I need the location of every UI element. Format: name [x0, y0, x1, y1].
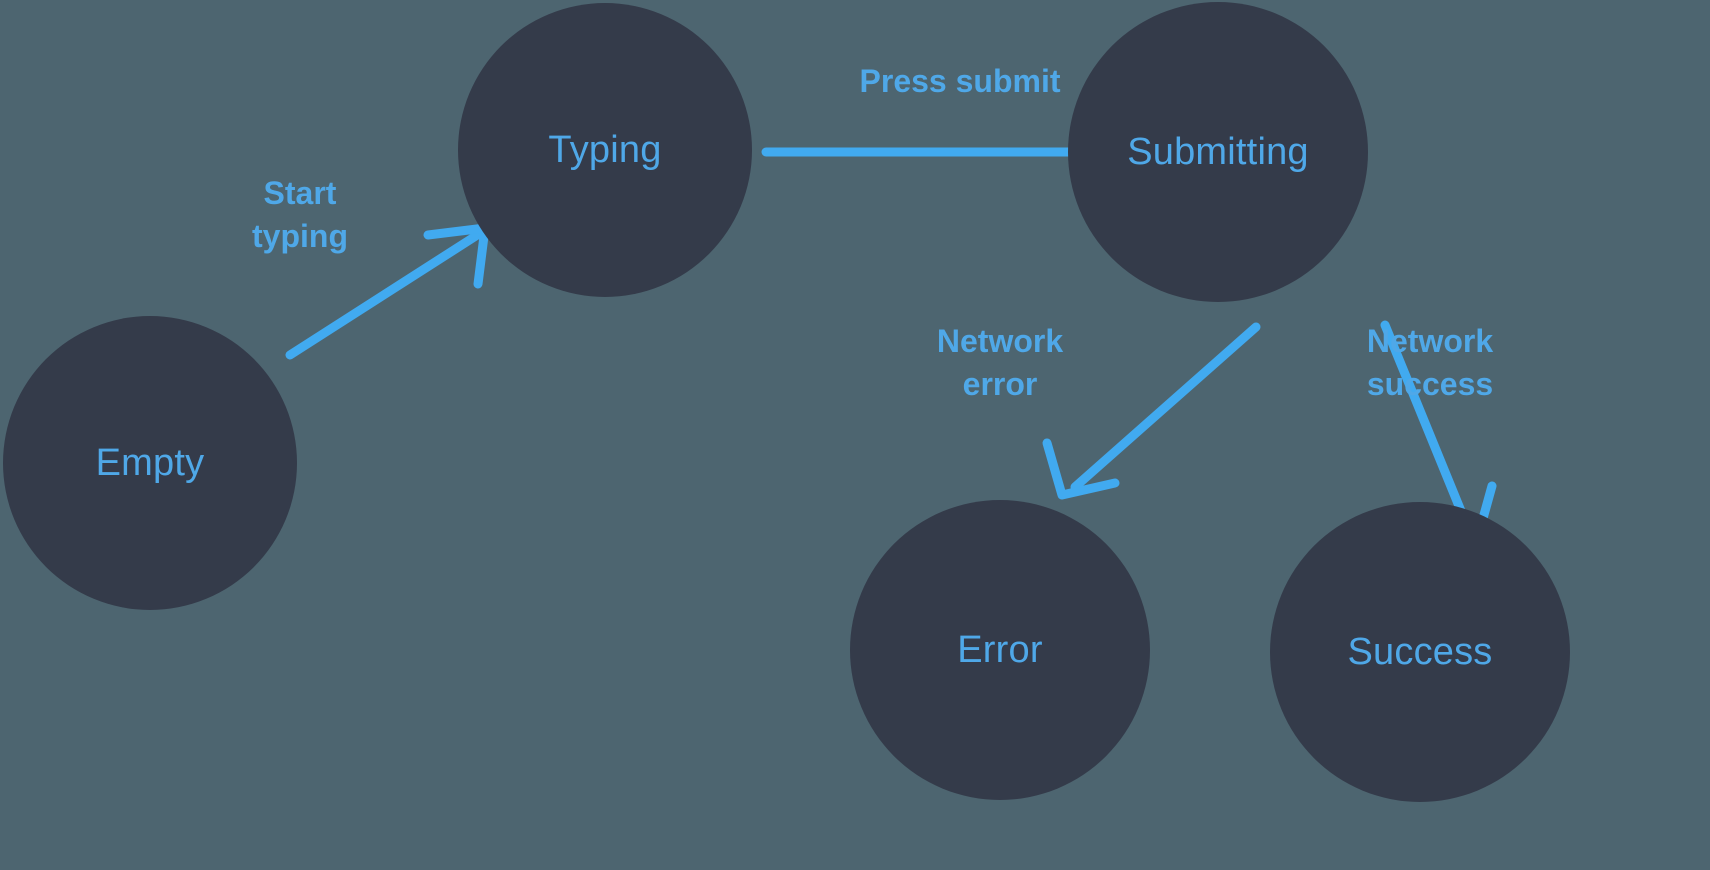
- state-node-success[interactable]: Success: [1270, 502, 1570, 802]
- state-node-typing[interactable]: Typing: [458, 3, 752, 297]
- state-label-empty: Empty: [95, 441, 205, 484]
- state-label-error: Error: [957, 628, 1043, 671]
- state-label-success: Success: [1347, 630, 1493, 673]
- state-node-error[interactable]: Error: [850, 500, 1150, 800]
- edge-label-press-submit: Press submit: [859, 63, 1061, 99]
- arrow-network-error: [1042, 322, 1261, 500]
- state-node-submitting[interactable]: Submitting: [1068, 2, 1368, 302]
- state-label-typing: Typing: [548, 128, 662, 171]
- state-label-submitting: Submitting: [1127, 130, 1309, 173]
- edge-label-start-typing: Start typing: [252, 175, 348, 255]
- edge-label-network-error: Network error: [936, 323, 1064, 403]
- edge-label-network-success: Network success: [1366, 323, 1494, 403]
- state-node-empty[interactable]: Empty: [3, 316, 297, 610]
